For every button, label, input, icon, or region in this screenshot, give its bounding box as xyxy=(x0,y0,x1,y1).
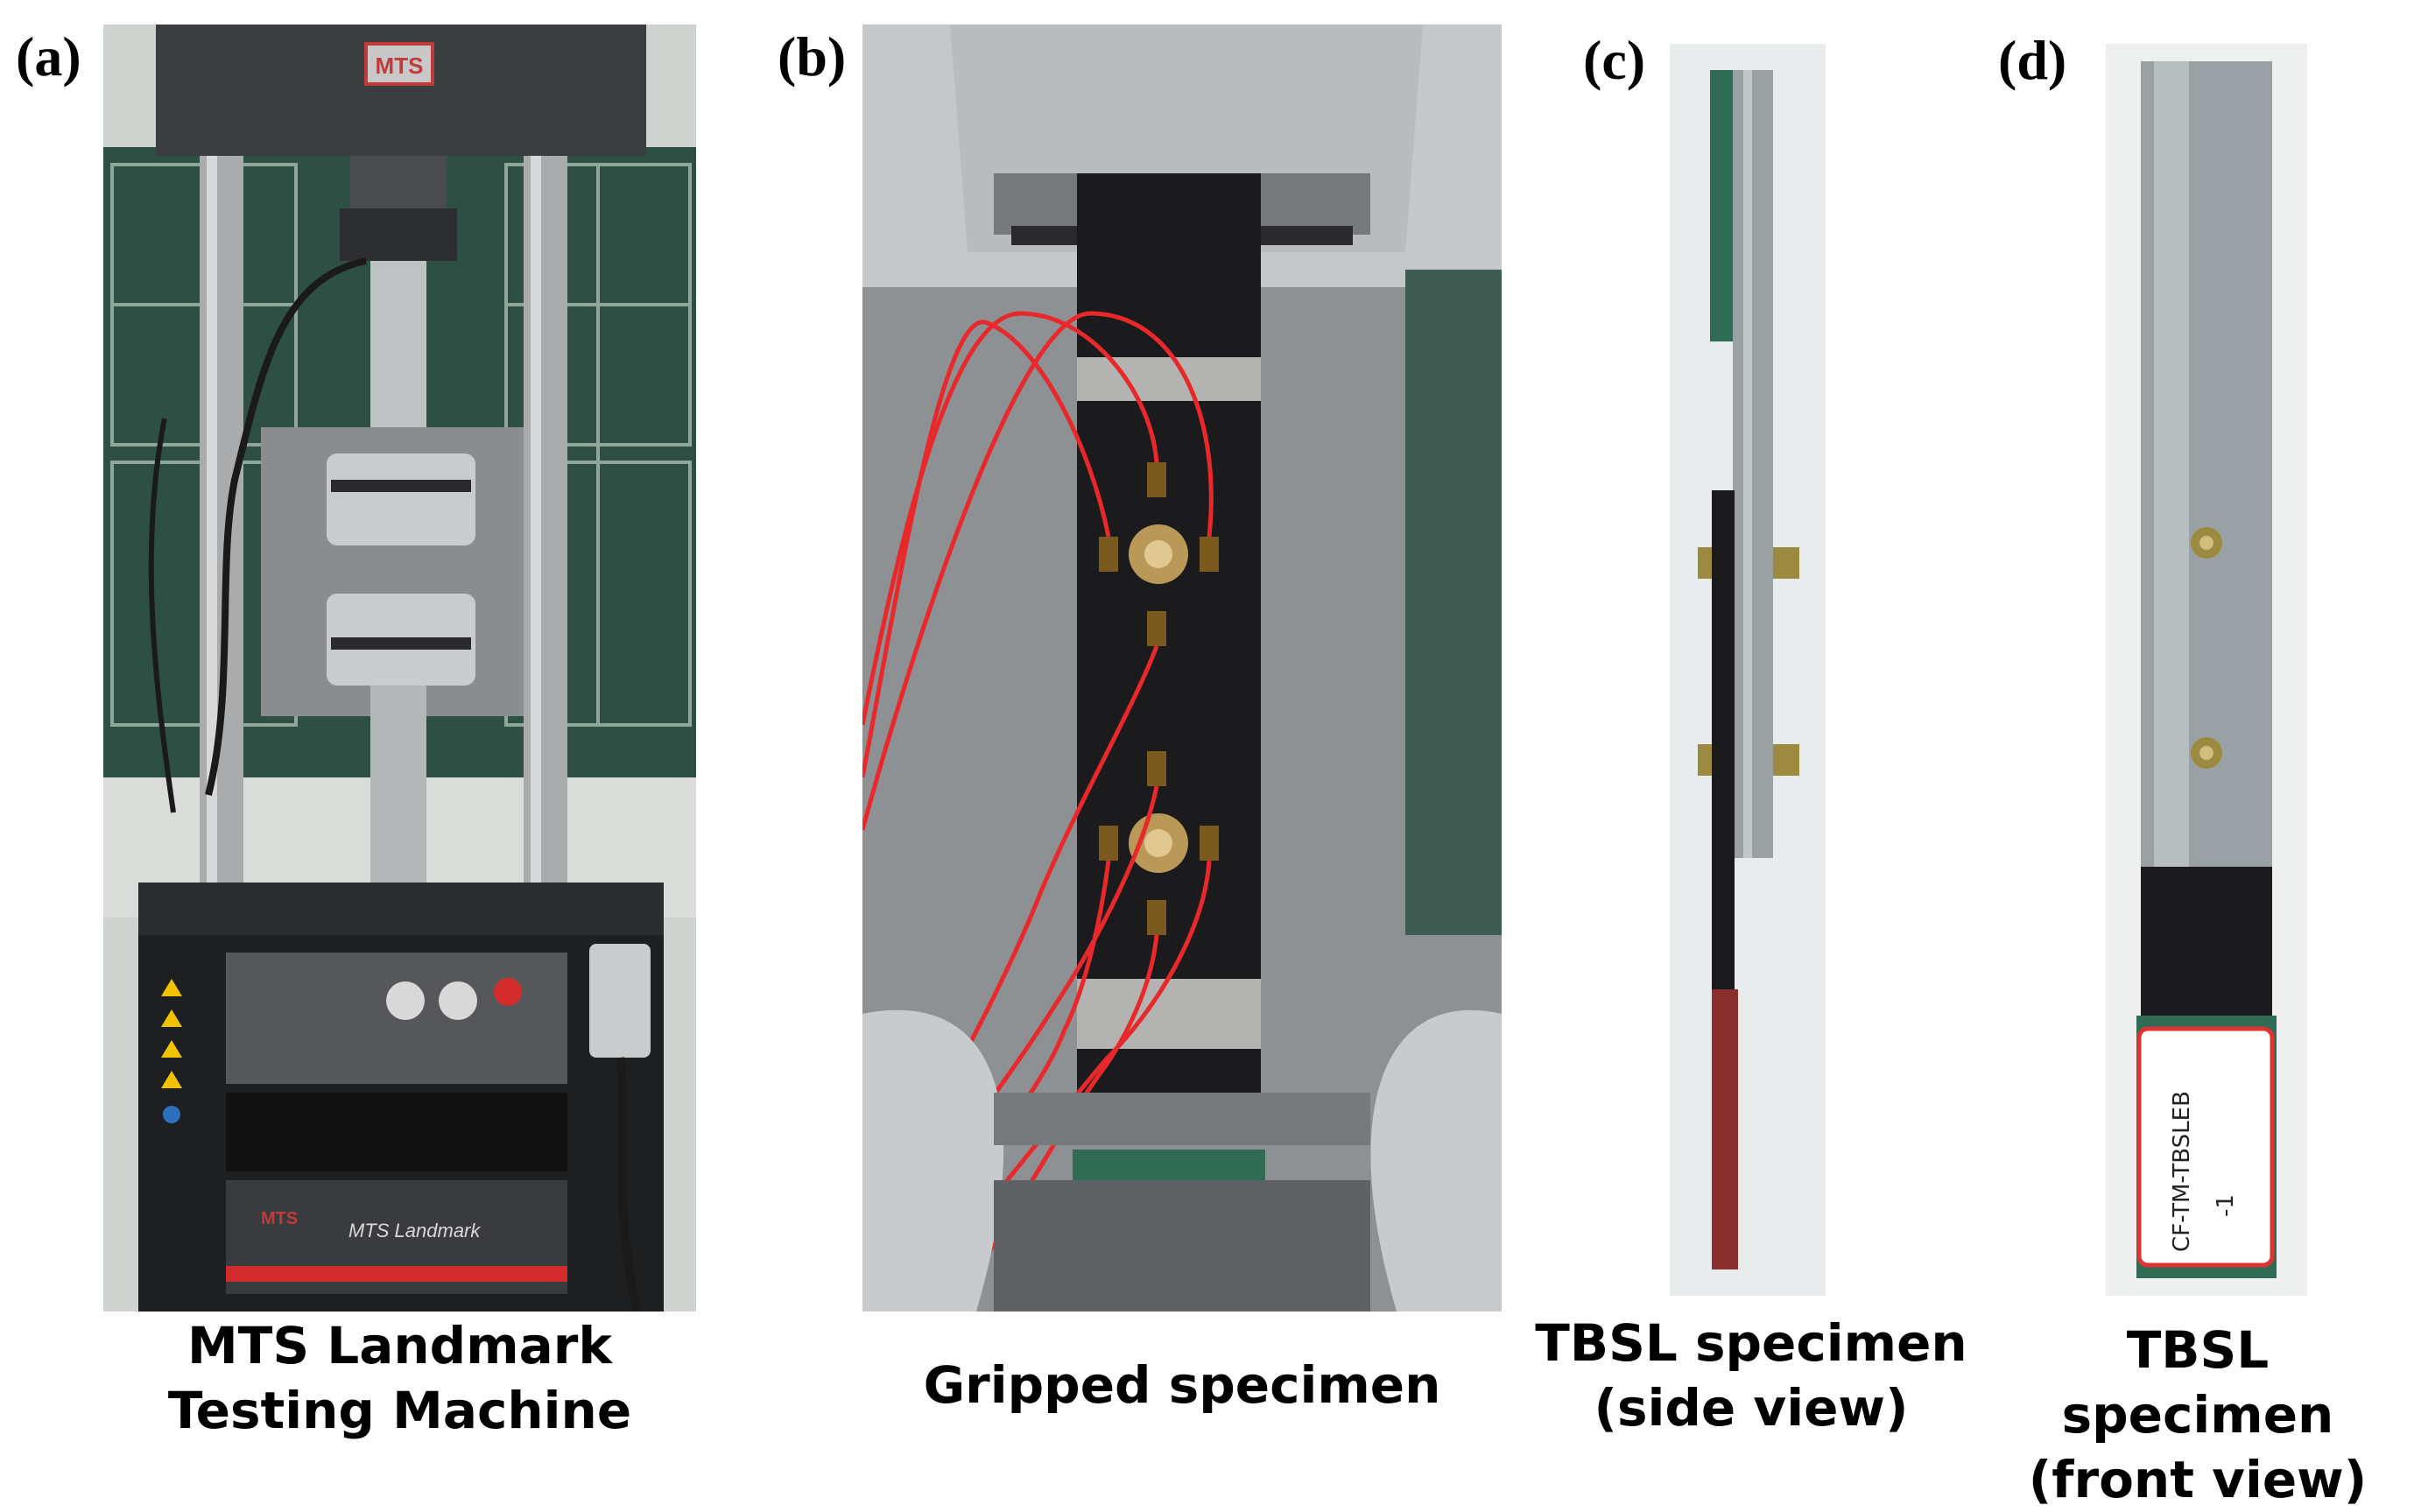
caption-d: TBSL specimen (front view) xyxy=(1988,1318,2408,1512)
panel-label-a: (a) xyxy=(16,25,81,88)
machine-logo: MTS xyxy=(376,53,424,79)
photo-gripped-specimen xyxy=(862,25,1502,1312)
panel-label-d: (d) xyxy=(1998,29,2067,91)
machine-front-logo: MTS xyxy=(261,1209,298,1228)
panel-label-c: (c) xyxy=(1583,29,1646,91)
caption-c-line1: TBSL specimen xyxy=(1535,1313,1967,1373)
photo-testing-machine: MTS MTS MTS Landmark xyxy=(103,25,696,1312)
caption-c-line2: (side view) xyxy=(1594,1378,1909,1438)
caption-b-line1: Gripped specimen xyxy=(923,1355,1441,1415)
photo-specimen-side-view xyxy=(1670,44,1826,1296)
caption-a-line1: MTS Landmark xyxy=(187,1316,612,1375)
caption-c: TBSL specimen (side view) xyxy=(1506,1311,1996,1440)
caption-a: MTS Landmark Testing Machine xyxy=(103,1313,696,1443)
caption-b: Gripped specimen xyxy=(862,1353,1502,1417)
photo-specimen-front-view: CF-TM-TBSLEB -1 xyxy=(2106,44,2307,1296)
machine-front-brand: MTS Landmark xyxy=(348,1220,481,1241)
specimen-label: CF-TM-TBSLEB xyxy=(2169,1091,2195,1252)
specimen-label-number: -1 xyxy=(2213,1194,2239,1217)
caption-d-line2: (front view) xyxy=(2028,1450,2368,1509)
caption-d-line1: TBSL specimen xyxy=(2061,1320,2334,1445)
panel-label-b: (b) xyxy=(778,25,847,88)
caption-a-line2: Testing Machine xyxy=(167,1381,632,1440)
